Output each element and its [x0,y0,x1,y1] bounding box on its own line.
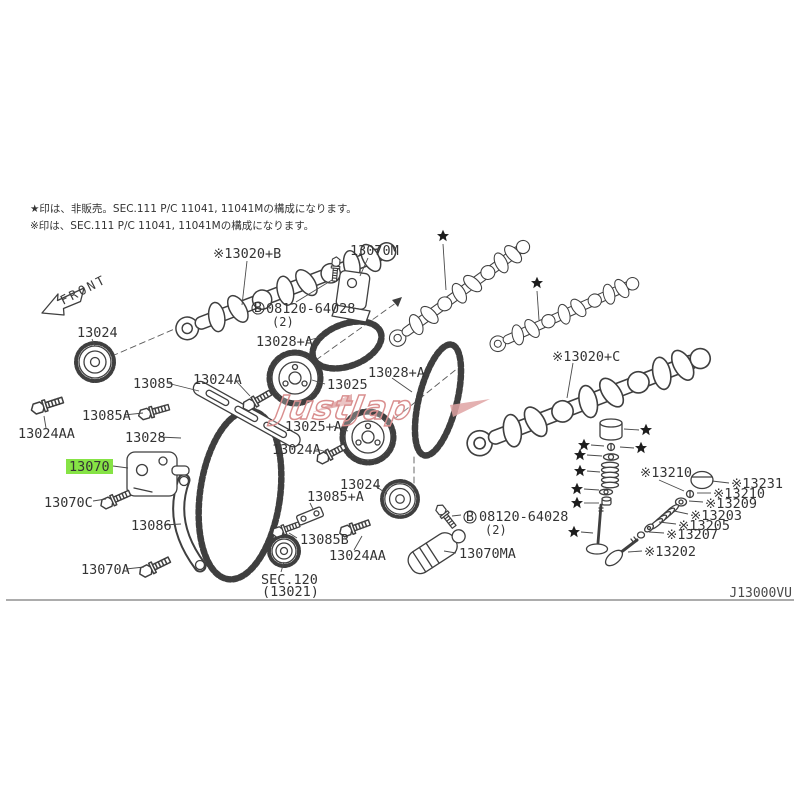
label-13085A2: 13085+A [307,489,364,505]
label-13028A-right: 13028+A [368,365,425,381]
label-bolt-08120-bottom: B 08120-64028 (2) [463,509,568,537]
label-sec120: SEC.120 [261,572,318,588]
bolt-13085A [136,401,172,422]
label-13024AA-mid: 13024AA [329,548,386,564]
watermark: JustJap [266,387,490,428]
valve-collet-13210 [685,489,695,499]
star-icon [640,423,652,436]
label-bolt-number: 08120-64028 [266,301,355,317]
circled-b-icon: B [254,300,262,316]
star-icon [571,496,583,509]
camshaft-assembly-star-2 [485,270,644,358]
label-13024-left: 13024 [77,325,118,341]
label-13024A-mid: 13024A [272,442,321,458]
label-13085: 13085 [133,376,174,392]
label-13070MA: 13070MA [459,546,516,562]
drawing-code: J13000VU [729,586,792,601]
note-line-2: ※印は、SEC.111 P/C 11041, 11041Mの構成になります。 [30,219,314,232]
label-13205: ※13205 [678,518,730,534]
guide-bracket-13085A2 [296,506,324,526]
valve-seal-star [601,496,612,506]
label-13070A: 13070A [81,562,130,578]
circled-b-icon: B [466,509,474,525]
front-label: FRONT [58,272,109,308]
label-13070C: 13070C [44,495,93,511]
valve-spring-star [600,461,620,489]
dash-arrowhead [392,297,402,307]
label-13025: 13025 [327,377,368,393]
star-icon [574,448,586,461]
valve-13202 [604,536,639,567]
leader-lines [43,243,730,573]
cam-sprocket-13024-left [74,341,116,383]
label-bolt-number: 08120-64028 [479,509,568,525]
valve-star [585,503,609,555]
label-13024AA-left: 13024AA [18,426,75,442]
label-13209: ※13209 [705,496,757,512]
watermark-swoosh-left [313,394,352,412]
spring-seat-star [598,488,614,496]
label-13210-b: ※13210 [713,486,765,502]
label-13024-mid: 13024 [340,477,381,493]
label-13020B: ※13020+B [213,246,281,262]
valve-retainer-star [602,453,620,461]
label-13070: 13070 [69,459,110,475]
star-icon [635,441,647,454]
label-13025A: 13025+A [285,419,342,435]
label-13210-a: ※13210 [640,465,692,481]
chain-guide-13086 [172,473,207,573]
label-13028: 13028 [125,430,166,446]
valve-collet-star [606,442,616,452]
label-13231: ※13231 [731,476,783,492]
label-13207: ※13207 [666,527,718,543]
chain-tensioner-13070 [126,451,190,497]
parts-artwork [28,232,717,583]
alignment-dash-line [387,367,459,425]
valve-spring-13203 [648,504,680,530]
alignment-dash-line [315,299,401,361]
star-icon [571,482,583,495]
label-13020C: ※13020+C [552,349,620,365]
watermark-text: JustJap [267,388,416,427]
label-13070M: 13070M [350,243,399,259]
label-13085A: 13085A [82,408,131,424]
chain-tensioner-13070MA [407,529,466,575]
star-icon [578,438,590,451]
label-13024A-left: 13024A [193,372,242,388]
alignment-dash-line [111,323,187,357]
star-icon [437,229,449,242]
front-direction-arrow [41,287,85,316]
bolt-13024AA-left [28,393,66,417]
star-icon [531,276,543,289]
label-sec120-sub: (13021) [262,584,319,600]
label-13085B: 13085B [300,532,349,548]
label-bolt-08120-top: B 08120-64028 (2) [251,300,355,329]
star-icon [574,464,586,477]
spring-seat-13205 [643,523,655,533]
timing-chain-13028A-right [411,341,465,459]
chain-tensioner-13070M [331,270,371,323]
label-13070-highlighted: 13070 [66,459,113,475]
watermark-swoosh-right [450,399,490,417]
label-13203: ※13203 [690,508,742,524]
label-13028A-left: 13028+A [256,334,313,350]
label-bolt-qty: (2) [485,523,507,537]
valve-lifter-bucket-13231 [690,470,714,490]
valve-retainer-13209 [674,497,688,507]
highlight-box [66,459,113,474]
valve-seal-13207 [636,531,646,539]
cam-sprocket-13024-mid [380,479,420,519]
label-13202: ※13202 [644,544,696,560]
valve-lifter-bucket-star [599,418,623,441]
note-line-1: ★印は、非販売。SEC.111 P/C 11041, 11041Mの構成になりま… [30,202,357,215]
crank-sprocket-sec120 [267,534,301,568]
label-13086: 13086 [131,518,172,534]
label-bolt-qty: (2) [272,315,294,329]
star-icon [568,525,580,538]
